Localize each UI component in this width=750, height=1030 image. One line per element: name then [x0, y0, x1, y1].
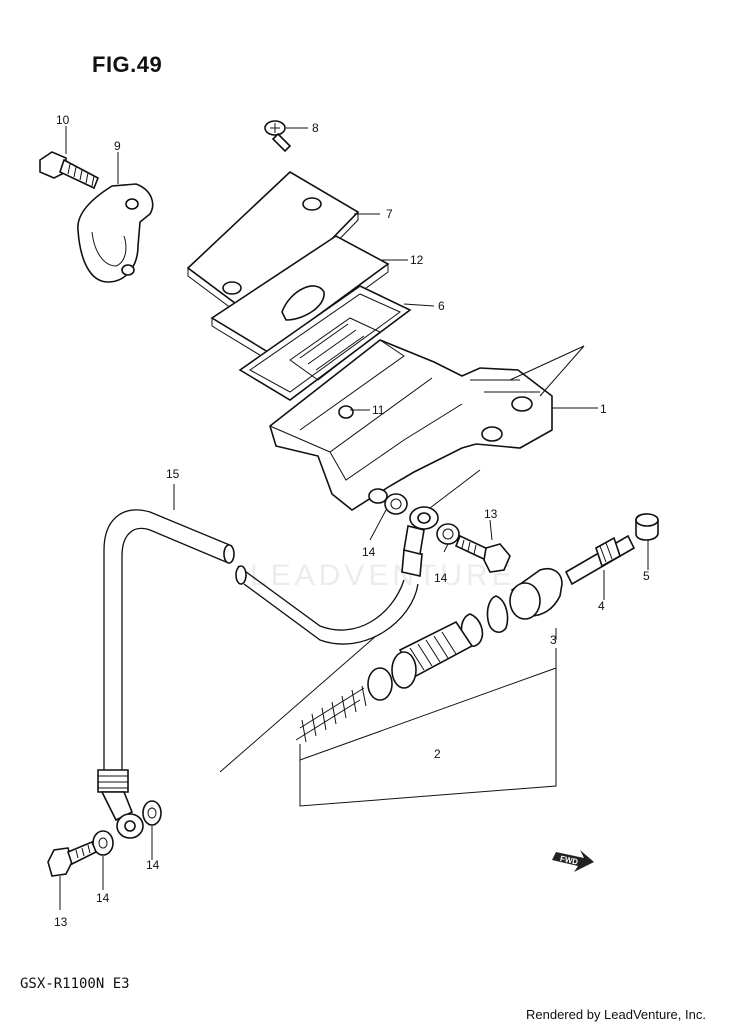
- bolt-10[interactable]: [39, 151, 100, 190]
- callout-2: 2: [434, 747, 441, 761]
- callout-9: 9: [114, 139, 121, 153]
- washer-14-b[interactable]: [436, 523, 460, 545]
- banjo-bolt-13-a[interactable]: [454, 534, 511, 573]
- callout-10: 10: [56, 113, 70, 127]
- callout-14-a: 14: [362, 545, 376, 559]
- boot-3[interactable]: [509, 568, 563, 620]
- fwd-arrow-icon: FWD: [552, 850, 594, 872]
- callout-6: 6: [438, 299, 445, 313]
- model-code: GSX-R1100N E3: [20, 976, 130, 992]
- banjo-bolt-13-b[interactable]: [47, 840, 98, 877]
- callout-13-a: 13: [484, 507, 498, 521]
- callout-8: 8: [312, 121, 319, 135]
- washer-14-a[interactable]: [384, 493, 408, 515]
- callout-13-b: 13: [54, 915, 68, 929]
- callout-12: 12: [410, 253, 424, 267]
- hose-15[interactable]: [97, 506, 439, 839]
- cap-5[interactable]: [635, 513, 659, 541]
- clamp-holder-9[interactable]: [77, 183, 154, 283]
- master-cylinder-1[interactable]: [269, 339, 553, 511]
- callout-4: 4: [598, 599, 605, 613]
- callout-7: 7: [386, 207, 393, 221]
- screw-8[interactable]: [264, 120, 292, 153]
- callout-14-d: 14: [96, 891, 110, 905]
- figure-title: FIG.49: [92, 52, 163, 77]
- leader-lines: [59, 126, 649, 910]
- render-credit: Rendered by LeadVenture, Inc.: [526, 1007, 706, 1022]
- callout-11: 11: [372, 403, 385, 417]
- callout-5: 5: [643, 569, 650, 583]
- washer-14-d[interactable]: [142, 800, 162, 826]
- push-rod-4[interactable]: [564, 534, 636, 586]
- reference-lines: [219, 345, 585, 807]
- svg-text:FWD: FWD: [559, 854, 579, 867]
- diaphragm-6[interactable]: [238, 285, 412, 401]
- watermark: LEADVENTURE: [250, 559, 516, 592]
- callout-15: 15: [166, 467, 180, 481]
- callout-14-c: 14: [146, 858, 160, 872]
- callout-3: 3: [550, 633, 557, 647]
- callout-1: 1: [600, 402, 607, 416]
- piston-assembly-2[interactable]: [295, 595, 509, 743]
- callout-14-b: 14: [434, 571, 448, 585]
